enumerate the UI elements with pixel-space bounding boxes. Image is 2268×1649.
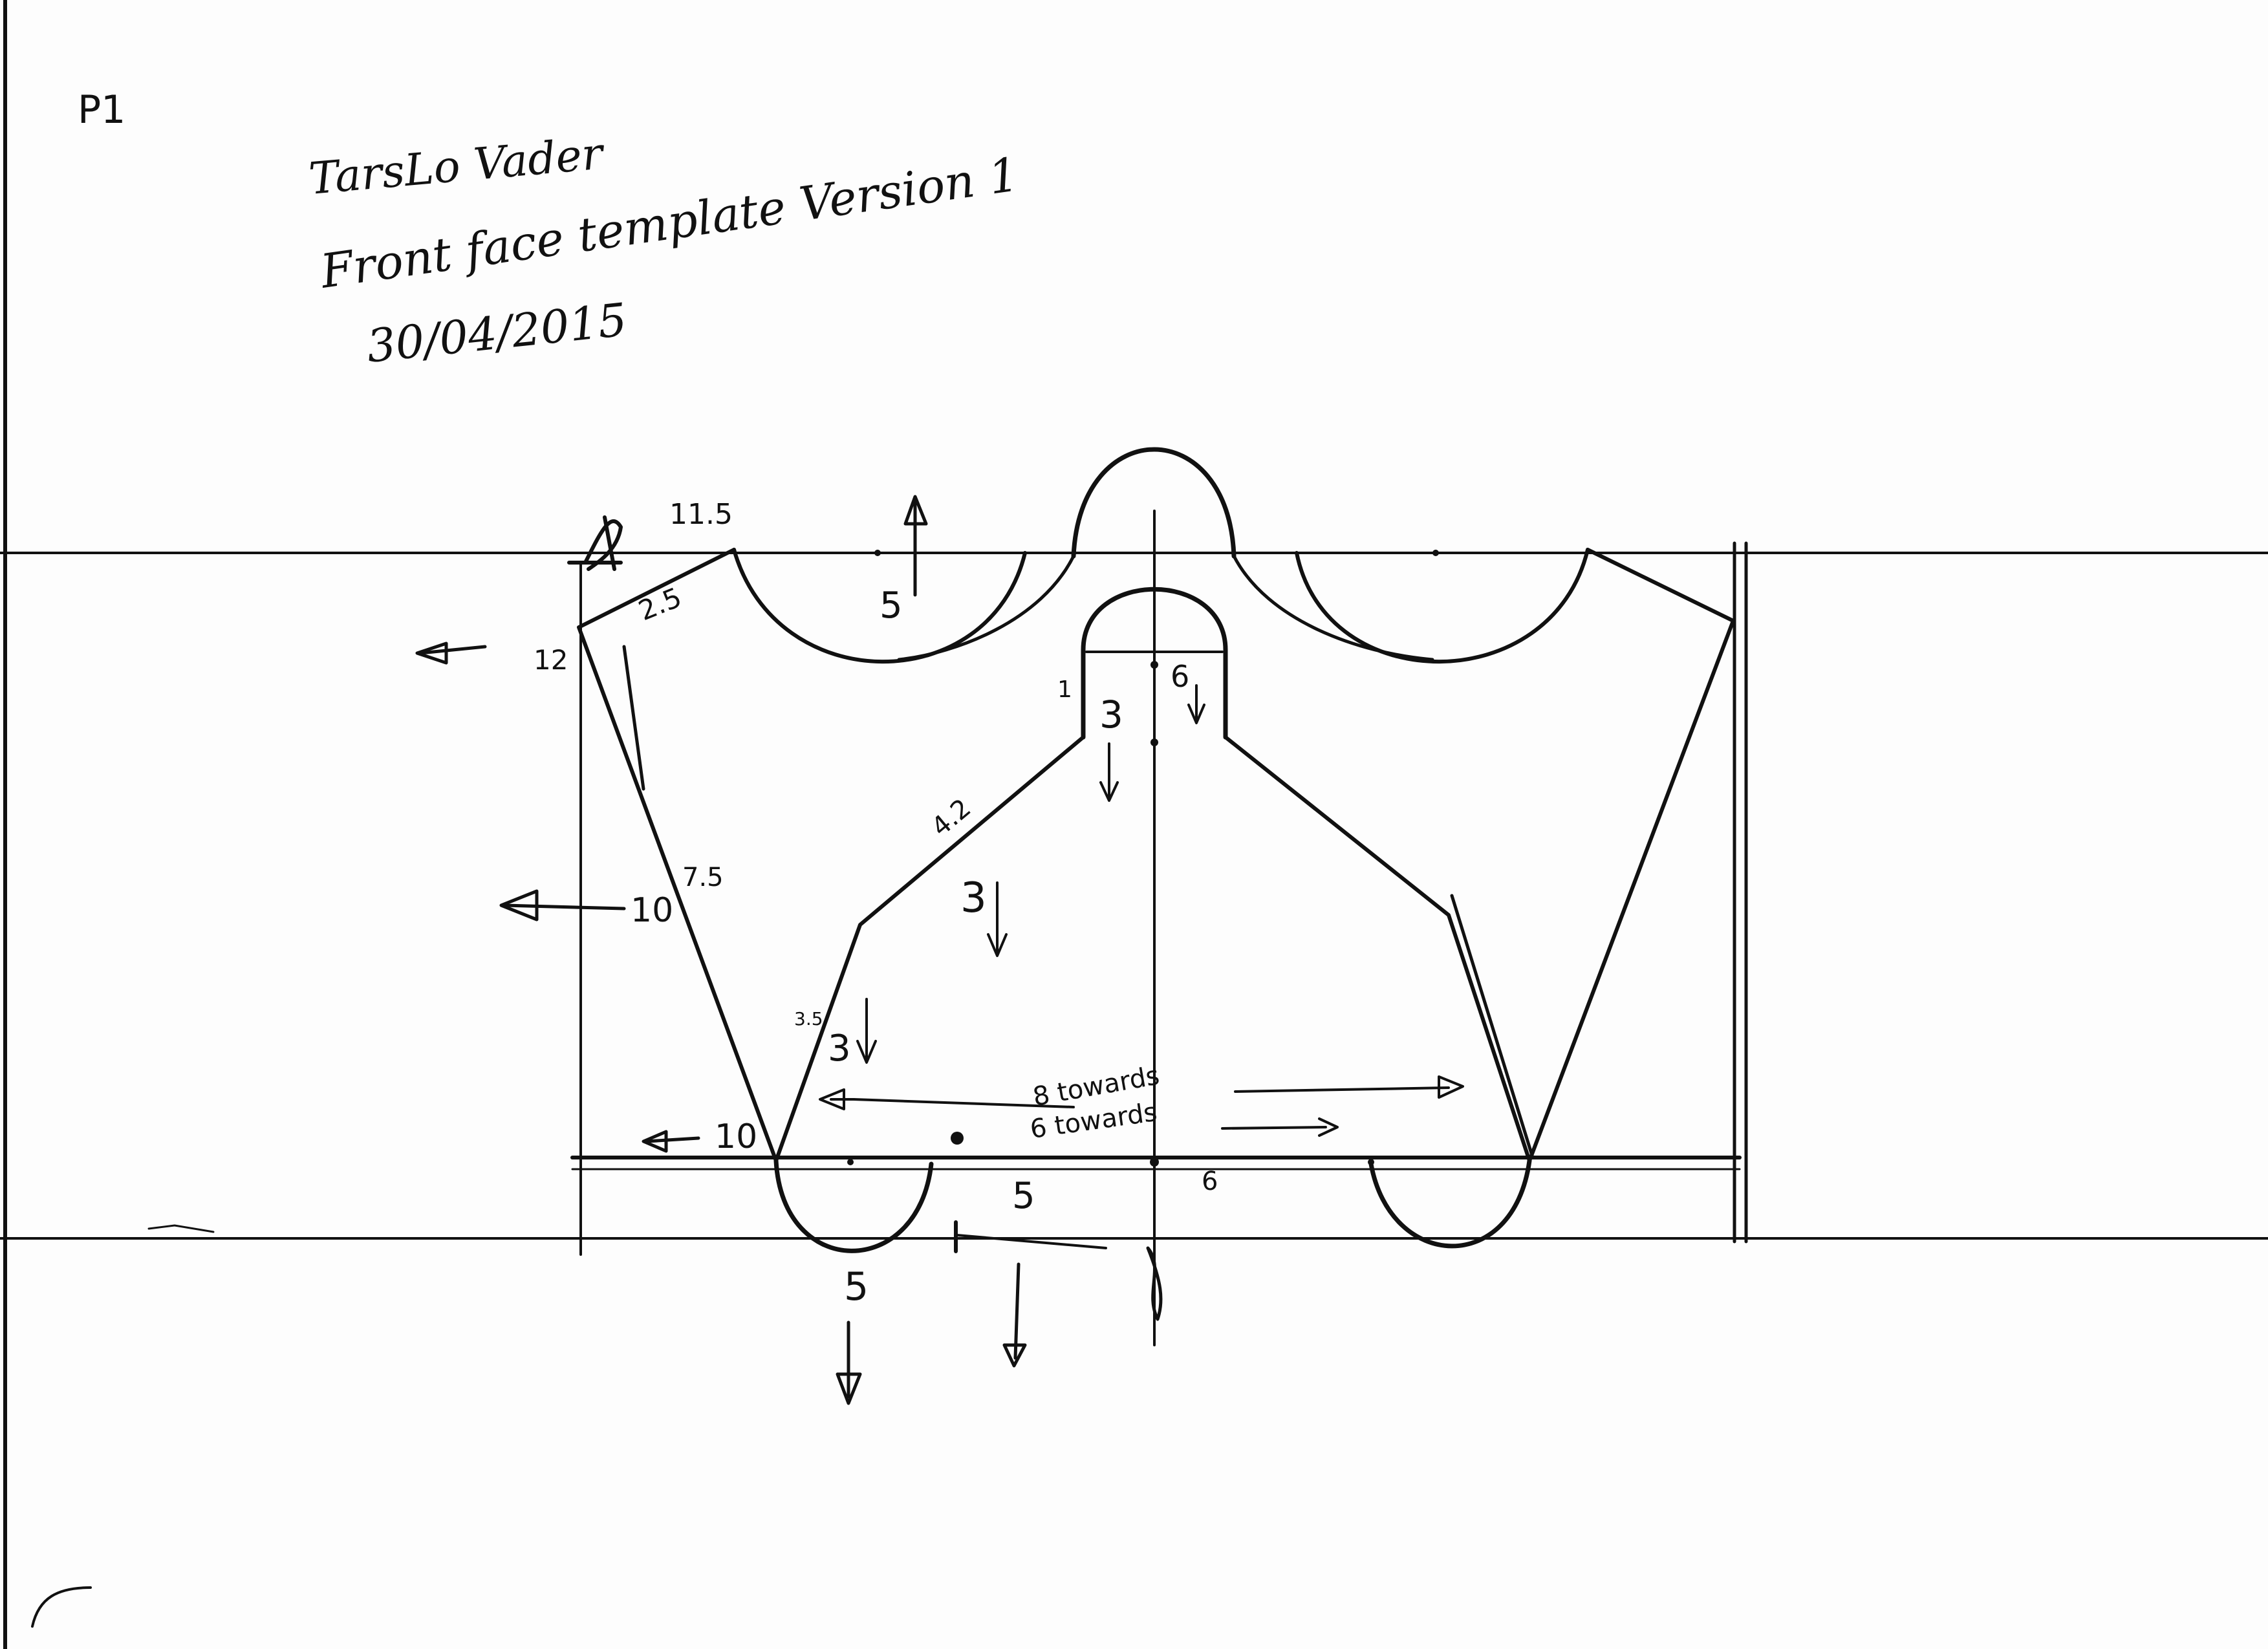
tick-mark — [1368, 1159, 1374, 1165]
measure-lower-depth: 3 — [828, 1028, 851, 1070]
left-bottom-lobe — [773, 1158, 934, 1253]
measure-bevel: 2.5 — [634, 581, 686, 627]
measure-left-edge: 12 — [534, 644, 568, 676]
measure-brow-scallop-depth: 5 — [880, 585, 903, 627]
drawing-title: TarsLo Vader — [307, 128, 607, 205]
tick-mark — [874, 550, 881, 556]
arrow-icon — [1221, 1117, 1339, 1137]
right-bottom-lobe — [1368, 1158, 1532, 1249]
measure-bottom-centre: 5 — [1012, 1175, 1035, 1217]
measure-bottom-left-offset: 10 — [715, 1117, 757, 1156]
measure-nose-width: 1 — [1057, 676, 1072, 703]
measure-inner-depth: 3 — [960, 874, 987, 922]
tick-mark — [1150, 1158, 1159, 1167]
arrow-icon — [987, 881, 1008, 957]
measure-left-side: 7.5 — [682, 863, 724, 892]
measure-nose-height: 6 — [1171, 659, 1189, 694]
measure-left-side-offset: 10 — [631, 891, 673, 930]
arrow-icon — [903, 495, 928, 597]
arrow-icon — [499, 889, 626, 921]
arrow-icon — [1099, 742, 1119, 802]
nose-bridge — [1081, 587, 1228, 740]
tick-mark — [847, 1159, 854, 1165]
measure-lower-diagonal: 3.5 — [794, 1008, 823, 1029]
measure-bottom-lobe: 5 — [844, 1264, 869, 1310]
right-inner-edge — [1224, 735, 1531, 1163]
arrow-icon — [642, 1130, 700, 1153]
arrow-icon — [1002, 1262, 1027, 1368]
margin-mark — [31, 1586, 92, 1628]
tick-mark — [1432, 550, 1439, 556]
arrow-icon — [1234, 1075, 1464, 1099]
right-inner-double — [1450, 894, 1535, 1159]
left-side-mark — [622, 645, 645, 791]
left-inner-edge — [774, 735, 1085, 1163]
arrow-icon — [819, 1088, 1075, 1110]
measure-bottom-right: 6 — [1202, 1167, 1218, 1196]
right-outer-edge — [1528, 548, 1735, 1163]
arrow-icon — [1187, 684, 1205, 724]
corner-scribble — [567, 515, 623, 571]
right-brow-inner — [1232, 554, 1434, 662]
dimension-mark — [954, 1220, 1107, 1253]
left-outer-edge — [577, 548, 778, 1163]
margin-mark — [147, 1224, 215, 1233]
tick-mark — [1150, 661, 1158, 669]
arrow-icon — [415, 641, 487, 665]
top-dome — [1071, 447, 1237, 559]
measure-top-width: 11.5 — [669, 498, 733, 531]
left-brow-inner — [897, 554, 1075, 662]
arrow-icon — [856, 998, 877, 1064]
drawing-date: 30/04/2015 — [364, 293, 629, 373]
right-brow-scallop — [1295, 548, 1590, 663]
left-brow-scallop — [732, 548, 1027, 663]
centre-scribble — [1146, 1246, 1163, 1321]
arrow-icon — [836, 1320, 862, 1405]
tick-mark — [1150, 738, 1158, 746]
page-number: P1 — [78, 87, 125, 133]
tick-mark — [951, 1132, 964, 1145]
measure-cheek-depth: 3 — [1099, 693, 1123, 737]
